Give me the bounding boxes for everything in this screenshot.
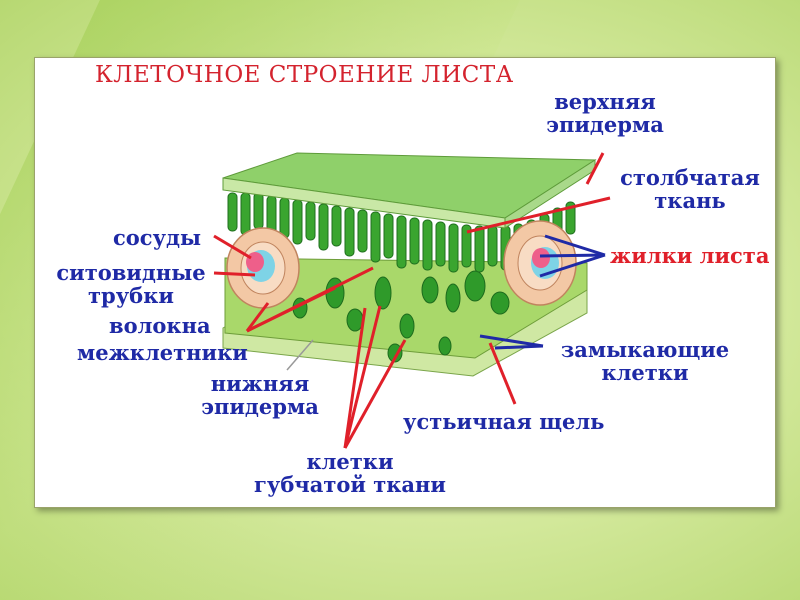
label-guard-cells-line2: клетки (601, 360, 689, 385)
label-lower-epidermis: нижняя эпидерма (185, 372, 335, 418)
slide-panel: КЛЕТОЧНОЕ СТРОЕНИЕ ЛИСТА (34, 57, 776, 508)
vein-right (503, 220, 577, 306)
label-spongy: клетки губчатой ткани (235, 450, 465, 496)
label-upper-epidermis: верхняя эпидерма (535, 90, 675, 136)
label-sieve-tubes-line2: трубки (88, 283, 174, 308)
label-upper-epidermis-line1: верхняя (554, 89, 656, 114)
leaf-diagram (213, 152, 611, 449)
label-spongy-line1: клетки (306, 449, 394, 474)
label-vessels: сосуды (113, 225, 202, 250)
label-upper-epidermis-line2: эпидерма (546, 112, 664, 137)
spongy-cells (232, 264, 510, 363)
label-guard-cells-line1: замыкающие (560, 337, 730, 362)
label-sieve-tubes: ситовидные трубки (45, 261, 217, 307)
blue-pointers (479, 234, 606, 350)
label-palisade-line1: столбчатая (620, 165, 760, 190)
red-pointers (213, 152, 611, 449)
label-veins: жилки листа (610, 243, 770, 268)
label-stomatal-slit: устьичная щель (403, 409, 605, 434)
label-palisade-line2: ткань (654, 188, 726, 213)
label-lower-epidermis-line2: эпидерма (201, 394, 319, 419)
slide-title: КЛЕТОЧНОЕ СТРОЕНИЕ ЛИСТА (95, 62, 514, 88)
label-lower-epidermis-line1: нижняя (210, 371, 310, 396)
label-palisade: столбчатая ткань (615, 166, 765, 212)
label-spongy-line2: губчатой ткани (254, 472, 446, 497)
label-sieve-tubes-line1: ситовидные (56, 260, 206, 285)
label-fibers: волокна (109, 313, 211, 338)
vein-left (226, 227, 300, 309)
label-guard-cells: замыкающие клетки (540, 338, 750, 384)
gray-pointer (286, 339, 314, 371)
label-intercellular: межклетники (77, 340, 248, 365)
